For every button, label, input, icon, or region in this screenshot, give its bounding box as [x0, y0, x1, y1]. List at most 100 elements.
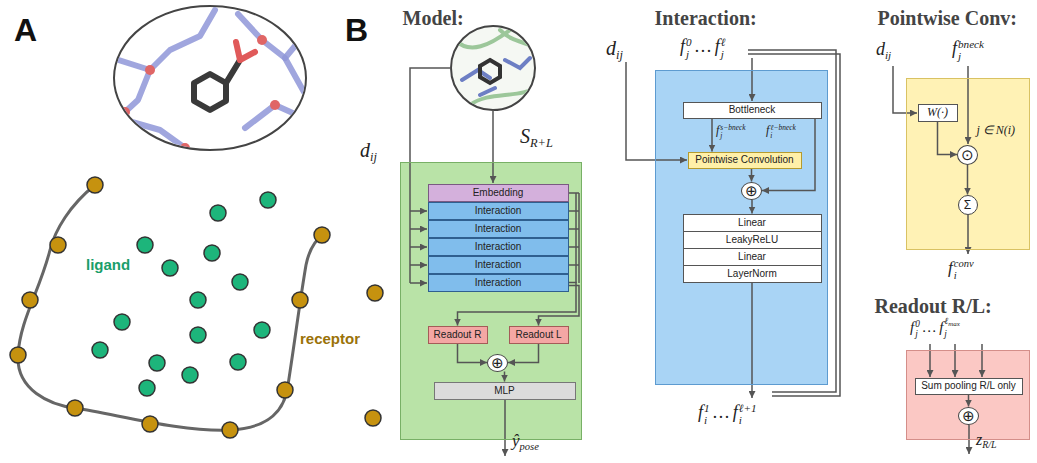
interaction-box: Interaction [428, 238, 569, 256]
panel-fills [400, 70, 1030, 440]
math-text: d [606, 37, 616, 59]
panel-letter: B [345, 12, 368, 49]
drawing-path [285, 40, 300, 58]
panel-fill [655, 70, 828, 385]
drawing-circle [120, 107, 130, 117]
drawing-circle [149, 355, 165, 371]
math-text: … [713, 402, 729, 422]
subscript: i [704, 414, 710, 426]
math-text: f [910, 319, 914, 335]
drawing-g [455, 30, 545, 105]
drawing-circle [190, 327, 206, 343]
connector [508, 344, 539, 363]
drawing-path [576, 193, 579, 283]
subscript: R/L [982, 439, 996, 450]
operator-circle: ⊕ [958, 407, 979, 425]
drawing-path [504, 400, 506, 456]
subscript: ij [370, 150, 377, 164]
index-stack: ℓmaxj [944, 316, 960, 339]
math-label: j ∈ N(i) [974, 124, 1017, 136]
drawing-path [492, 110, 494, 183]
index-stack: bneckj [958, 38, 984, 63]
box-label: Interaction [475, 260, 522, 270]
embedding-box: Embedding [428, 184, 569, 202]
box-label: Interaction [475, 206, 522, 216]
superscript: bneck [958, 38, 984, 50]
layer-box: LeakyReLU [683, 231, 822, 249]
drawing-ellipse [114, 6, 306, 150]
subscript: j [721, 48, 726, 60]
conv-wiring [893, 66, 968, 254]
panel-fill [906, 350, 1030, 440]
drawing-circle [142, 416, 158, 432]
interaction-box: Interaction [428, 274, 569, 292]
math-label: SR+L [520, 126, 553, 150]
connector [504, 372, 506, 382]
superscript: ℓmax [944, 316, 960, 329]
math-text: … [923, 319, 936, 335]
drawing-path [462, 58, 530, 95]
panel-heading: Readout R/L: [875, 296, 992, 316]
box-label: Bottleneck [729, 105, 776, 115]
drawing-polygon [480, 60, 500, 83]
mlp-box: MLP [434, 382, 576, 400]
math-text: f [733, 402, 738, 422]
subscript: j [915, 329, 920, 339]
math-text: d [876, 39, 885, 59]
conv-panel: Pointwise Conv:W(·)⊙Σ [906, 78, 1030, 250]
superscript: 1 [704, 402, 710, 414]
index-stack: convi [954, 258, 974, 281]
panel-heading: Interaction: [655, 8, 757, 28]
connector [938, 122, 958, 155]
drawing-path [125, 70, 150, 112]
box-label: Readout R [434, 330, 482, 340]
drawing-path [893, 66, 917, 113]
box-label: Interaction [475, 242, 522, 252]
drawing-path [954, 344, 956, 377]
readout-box: Readout L [509, 326, 569, 344]
readout-panel: Readout R/L:Sum pooling R/L only⊕ [906, 350, 1030, 440]
index-stack: ℓ+1i [739, 402, 757, 427]
math-label: f0j…fℓmaxj [910, 316, 960, 339]
math-text: z [976, 431, 982, 448]
drawing-path [626, 62, 687, 160]
math-text: 1 [704, 402, 710, 414]
box-label: ⊕ [962, 408, 975, 423]
receptor-surface [18, 185, 324, 430]
filter-box: W(·) [918, 104, 958, 122]
drawing-circle [314, 227, 330, 243]
math-text: ℓ−bneck [770, 123, 795, 132]
index-stack: 0j [915, 319, 920, 339]
box-label: W(·) [927, 105, 948, 120]
math-text: ŷ [512, 431, 520, 450]
drawing-path [455, 30, 545, 105]
box-label: Interaction [475, 278, 522, 288]
model-wiring [410, 68, 579, 456]
subscript: R+L [530, 136, 553, 150]
math-label: dij [876, 40, 891, 61]
complex-inset [451, 26, 545, 110]
drawing-circle [67, 400, 83, 416]
math-label: fconvi [948, 258, 974, 281]
math-text: … [695, 36, 711, 56]
operator-circle: ⊙ [957, 145, 978, 165]
drawing-circle [260, 192, 276, 208]
drawing-path [967, 215, 969, 254]
index-stack: s−bneckj [720, 124, 745, 140]
index-stack: ℓj [721, 36, 726, 61]
drawing-path [981, 344, 983, 377]
superscript: ℓ−bneck [770, 124, 795, 132]
drawing-path [569, 193, 579, 265]
drawing-path [929, 344, 931, 377]
math-text: s−bneck [720, 123, 745, 132]
box-label: ⊙ [961, 147, 974, 162]
math-text: f [715, 36, 720, 56]
drawing-path [238, 14, 304, 92]
model-panel: Model:EmbeddingInteractionInteractionInt… [400, 162, 582, 440]
drawing-circle [137, 237, 153, 253]
box-label: Embedding [473, 188, 524, 198]
math-text: f [716, 123, 719, 137]
math-text: f [680, 36, 685, 56]
superscript: ℓ+1 [739, 402, 757, 414]
drawing-path [751, 283, 753, 398]
